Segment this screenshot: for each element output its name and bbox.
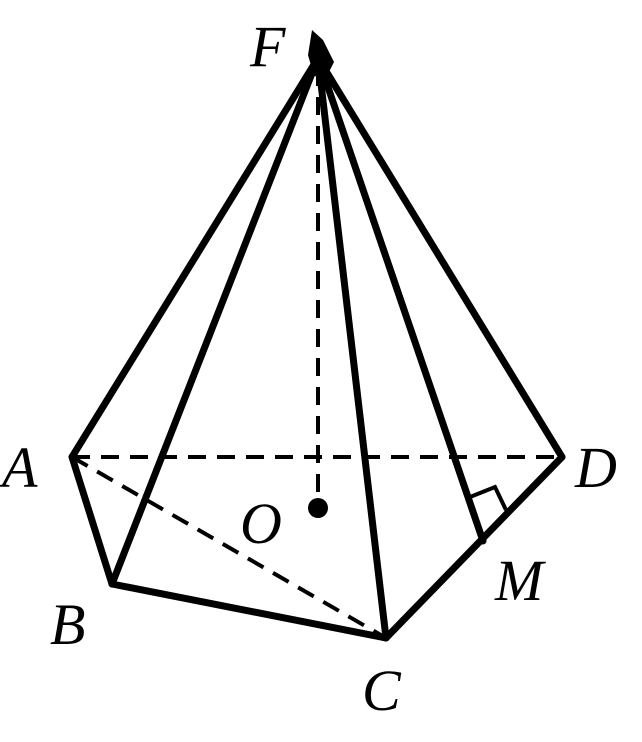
label-A: A (0, 435, 38, 500)
edge-AB (68, 453, 116, 588)
label-O: O (240, 491, 282, 556)
label-F: F (249, 14, 286, 79)
apex-point-F (308, 30, 334, 78)
right-angle-mark-M (469, 484, 508, 511)
edge-BC (108, 580, 390, 642)
edge-CD (382, 453, 566, 642)
edge-FD (314, 54, 566, 461)
label-C: C (362, 658, 402, 723)
edge-FC (314, 54, 390, 642)
center-point-O (308, 498, 328, 518)
label-B: B (50, 592, 85, 657)
apothem-FM (314, 54, 487, 545)
edge-FA (68, 54, 322, 461)
edge-FB (108, 54, 322, 588)
label-M: M (494, 548, 546, 613)
edge-AC-hidden (71, 455, 387, 640)
label-D: D (574, 435, 617, 500)
